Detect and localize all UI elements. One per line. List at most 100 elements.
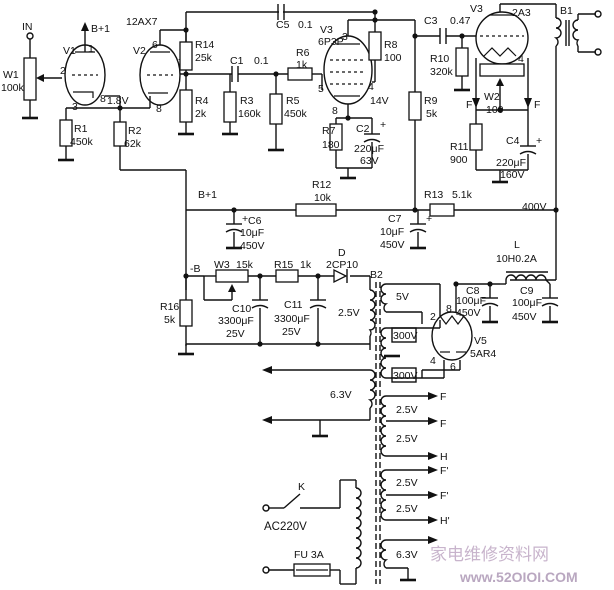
bias-1v8-label: 1.8V (107, 95, 129, 107)
diode-d (333, 268, 348, 284)
r11-label: R11 (450, 141, 469, 153)
capacitor-c10 (251, 299, 269, 309)
arrow-h2-icon (428, 516, 438, 524)
potentiometer-w2 (479, 63, 525, 86)
resistor-r14 (179, 41, 193, 71)
tap-f4-label: F' (440, 490, 448, 502)
r6-value: 1k (296, 59, 308, 71)
c7-voltage: 450V (380, 239, 405, 251)
fuse-fu (293, 563, 331, 577)
v5-label: V5 (474, 335, 487, 347)
power-transformer-core (375, 282, 381, 584)
winding-2v5-group-2 (380, 469, 430, 521)
l-label: L (514, 239, 520, 251)
tap-f1-label: F (440, 391, 446, 403)
r16-label: R16 (160, 301, 179, 313)
neg-b-label: -B (190, 263, 201, 275)
capacitor-c6: + (225, 213, 248, 233)
sec-2v5-b-label: 2.5V (396, 433, 418, 445)
v2-pin6: 6 (152, 39, 158, 51)
r3-value: 160k (238, 108, 262, 120)
f-right-label: F (534, 99, 540, 111)
w3-value: 15k (236, 259, 254, 271)
r10-label: R10 (430, 53, 449, 65)
c4-value: 220μF (496, 157, 526, 169)
c8-value: 100μF (456, 295, 486, 307)
r2-value: 62k (124, 138, 142, 150)
resistor-r3 (223, 91, 237, 123)
c8-voltage: 450V (456, 307, 481, 319)
wiring-neg-bias (185, 275, 371, 350)
wiring-v1-v2 (65, 29, 232, 290)
r5-value: 450k (284, 108, 308, 120)
r3-label: R3 (240, 95, 254, 107)
resistor-r5 (269, 93, 283, 125)
input-label: IN (22, 21, 33, 33)
r15-value: 1k (300, 259, 312, 271)
capacitor-c8 (481, 297, 499, 307)
sec-2v5-c-label: 2.5V (396, 477, 418, 489)
r12-value: 10k (314, 192, 332, 204)
resistor-r6 (287, 67, 313, 81)
b-plus-top-label: B+1 (91, 23, 110, 35)
resistor-r13 (429, 203, 455, 217)
arrow-6v3-upper-icon (262, 366, 272, 374)
r12-label: R12 (312, 179, 331, 191)
c2-voltage: 63V (360, 155, 379, 167)
resistor-r16 (179, 299, 193, 327)
c1-label: C1 (230, 55, 244, 67)
svg-text:+: + (536, 135, 542, 147)
sec-300v-b-label: 300V (393, 370, 418, 382)
potentiometer-w1 (23, 57, 44, 101)
resistor-r2 (113, 121, 127, 147)
w2-value: 100 (486, 104, 504, 116)
v5-pin2: 2 (430, 311, 436, 323)
c3-label: C3 (424, 15, 438, 27)
r13-label: R13 (424, 189, 443, 201)
c9-value: 100μF (512, 297, 542, 309)
c6-voltage: 450V (240, 240, 265, 252)
c11-value: 3300μF (274, 313, 310, 325)
box-300v-a (391, 327, 417, 343)
r14-value: 25k (195, 52, 213, 64)
sec-5v-label: 5V (396, 291, 409, 303)
arrow-f2-icon (428, 417, 438, 425)
c8-label: C8 (466, 285, 480, 297)
c10-value: 3300μF (218, 315, 254, 327)
resistor-r12 (295, 203, 337, 217)
r13-value: 5.1k (452, 189, 473, 201)
ac220-label: AC220V (264, 521, 307, 533)
d-value: 2CP10 (326, 259, 358, 271)
c1-value: 0.1 (254, 55, 269, 67)
r9-value: 5k (426, 108, 438, 120)
arrow-f3-icon (428, 466, 438, 474)
c4-label: C4 (506, 135, 520, 147)
svg-text:+: + (242, 213, 248, 225)
r14-label: R14 (195, 39, 214, 51)
box-300v-b (391, 367, 417, 383)
w2-label: W2 (484, 91, 500, 103)
sec-6v3-bot-label: 6.3V (396, 549, 418, 561)
r11-value: 900 (450, 154, 468, 166)
v1-pin3: 3 (72, 101, 78, 113)
r9-label: R9 (424, 95, 438, 107)
v1-pin2: 2 (60, 65, 66, 77)
resistor-r15 (275, 269, 299, 283)
w3-label: W3 (214, 259, 230, 271)
c10-label: C10 (232, 303, 251, 315)
c7-value: 10μF (380, 226, 404, 238)
d-label: D (338, 247, 346, 259)
capacitor-c5 (277, 4, 285, 20)
arrow-b-plus-icon (81, 22, 89, 31)
resistor-r11 (469, 123, 483, 151)
c11-voltage: 25V (282, 326, 301, 338)
v3-6p3p-label: V3 (320, 24, 333, 36)
c7-label: C7 (388, 213, 402, 225)
c9-label: C9 (520, 285, 534, 297)
wiring-v3 (335, 19, 440, 210)
c11-label: C11 (284, 299, 303, 311)
r4-value: 2k (195, 108, 207, 120)
capacitor-c4: + (519, 135, 542, 155)
output-transformer-b1 (553, 10, 602, 56)
tube-2a3-label: 2A3 (512, 7, 531, 19)
